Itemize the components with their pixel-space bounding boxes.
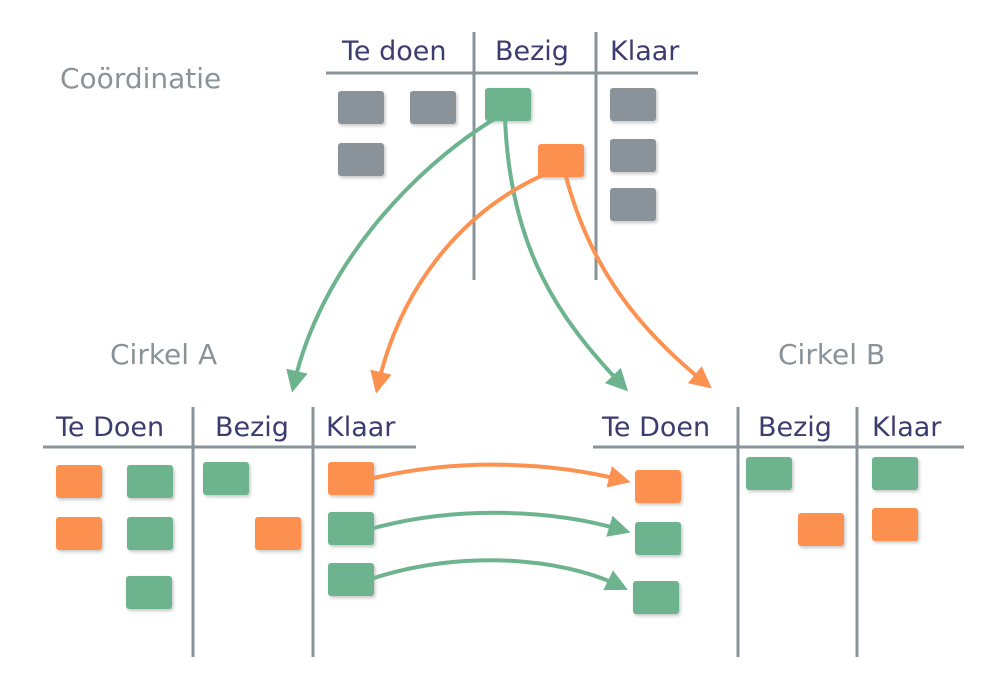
card-gray[interactable] — [410, 91, 456, 124]
circle-a-column-todo: Te Doen — [55, 412, 164, 443]
card-green[interactable] — [635, 522, 681, 555]
card-orange[interactable] — [538, 144, 584, 177]
card-orange[interactable] — [56, 465, 102, 498]
card-green[interactable] — [127, 465, 173, 498]
arrow-green-circle-a-to-circle-b — [372, 558, 628, 591]
flow-arrows — [286, 116, 712, 591]
card-gray[interactable] — [610, 139, 656, 172]
circle-b-column-todo: Te Doen — [601, 412, 710, 443]
arrow-orange-coordination-to-circle-a — [370, 170, 552, 394]
card-gray[interactable] — [610, 188, 656, 221]
card-gray[interactable] — [338, 91, 384, 124]
arrow-green-circle-a-to-circle-b — [372, 510, 631, 537]
card-green[interactable] — [203, 462, 249, 495]
circle-a-board: Cirkel A Te Doen Bezig Klaar — [43, 338, 416, 657]
circle-b-board: Cirkel B Te Doen Bezig Klaar — [593, 338, 964, 657]
circle-b-title: Cirkel B — [778, 338, 885, 371]
coordination-column-doing: Bezig — [495, 36, 569, 67]
card-gray[interactable] — [610, 88, 656, 121]
card-orange[interactable] — [872, 508, 918, 541]
coordination-title: Coördinatie — [60, 62, 221, 95]
card-orange[interactable] — [56, 517, 102, 550]
card-green[interactable] — [633, 581, 679, 614]
arrow-orange-circle-a-to-circle-b — [372, 462, 631, 488]
card-orange[interactable] — [635, 470, 681, 503]
card-green[interactable] — [746, 457, 792, 490]
arrow-green-coordination-to-circle-b — [503, 116, 629, 392]
card-green[interactable] — [872, 457, 918, 490]
card-orange[interactable] — [255, 517, 301, 550]
arrow-orange-coordination-to-circle-b — [563, 171, 712, 389]
card-orange[interactable] — [328, 462, 374, 495]
coordination-column-todo: Te doen — [341, 36, 446, 67]
card-gray[interactable] — [338, 143, 384, 176]
card-green[interactable] — [127, 517, 173, 550]
circle-a-column-done: Klaar — [326, 412, 396, 443]
coordination-column-done: Klaar — [610, 36, 680, 67]
card-green[interactable] — [126, 576, 172, 609]
card-green[interactable] — [485, 88, 531, 121]
circle-b-column-doing: Bezig — [758, 412, 832, 443]
coordination-board: Coördinatie Te doen Bezig Klaar — [60, 32, 698, 280]
card-green[interactable] — [328, 563, 374, 596]
card-orange[interactable] — [798, 513, 844, 546]
circle-a-title: Cirkel A — [110, 338, 217, 371]
circle-b-column-done: Klaar — [872, 412, 942, 443]
arrow-green-coordination-to-circle-a — [286, 116, 498, 393]
card-green[interactable] — [328, 512, 374, 545]
circle-a-column-doing: Bezig — [215, 412, 289, 443]
